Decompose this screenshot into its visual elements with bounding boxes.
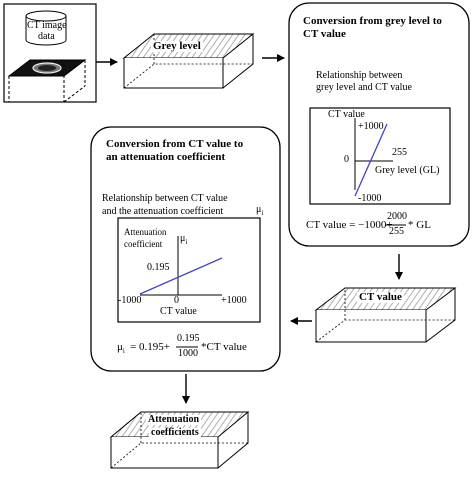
graph1-origin-label: 0: [344, 154, 349, 165]
graph2-y-label-line2: coefficient: [124, 239, 163, 249]
formula2-lhs: = 0.195+: [130, 341, 170, 353]
input-box: [3, 3, 97, 103]
panel2-title-line2: an attenuation coefficient: [106, 151, 226, 163]
formula1-lhs: CT value = −1000+: [306, 219, 393, 231]
formula2-denominator: 1000: [178, 348, 198, 359]
graph2-y-label-line1: Attenuation: [124, 227, 167, 237]
grey-level-label: Grey level: [151, 40, 203, 52]
panel2-subtitle-line2: and the attenuation coefficient: [102, 206, 224, 217]
formula2-numerator: 0.195: [177, 333, 200, 344]
formula2-rhs: *CT value: [201, 341, 247, 353]
graph1-y-max-label: +1000: [358, 121, 384, 132]
ct-value-label: CT value: [357, 291, 404, 303]
panel2-subtitle-line1: Relationship between CT value: [102, 193, 228, 204]
formula2-mu: μi: [117, 341, 125, 356]
grey-ct-graph-frame: [309, 107, 451, 205]
panel1-subtitle-line1: Relationship between: [316, 70, 403, 81]
attenuation-label-line2: coefficients: [149, 427, 201, 438]
attenuation-label-line1: Attenuation: [146, 414, 202, 425]
graph2-x-axis-label: CT value: [160, 306, 197, 317]
image-slab-icon: [7, 59, 87, 103]
graph1-y-axis-label: CT value: [328, 109, 365, 120]
ct-atten-graph: [117, 217, 261, 323]
grey-ct-relationship-line: [354, 123, 388, 197]
grey-ct-graph: [309, 107, 451, 205]
graph2-mu-symbol: μi: [180, 233, 188, 246]
ct-data-cylinder-icon: [25, 10, 67, 46]
formula1-denominator: 255: [389, 226, 404, 237]
graph2-y-value-label: 0.195: [147, 262, 170, 273]
graph2-x-min-label: -1000: [118, 295, 142, 306]
graph1-x-axis-label: Grey level (GL): [375, 165, 440, 176]
panel1-subtitle-line2: grey level and CT value: [316, 82, 412, 93]
cylinder-label-line1: CT image: [27, 20, 67, 31]
panel1-title-line2: CT value: [303, 28, 346, 40]
graph1-y-min-label: -1000: [358, 193, 382, 204]
formula1-rhs: * GL: [408, 219, 431, 231]
graph1-x-max-label: 255: [392, 147, 407, 158]
ct-atten-graph-frame: [117, 217, 261, 323]
formula1-numerator: 2000: [387, 211, 407, 222]
graph2-origin-label: 0: [174, 295, 179, 306]
panel1-title-line1: Conversion from grey level to: [303, 15, 442, 27]
cylinder-label-line2: data: [38, 31, 55, 42]
panel2-title-line1: Conversion from CT value to: [106, 138, 244, 150]
graph2-x-max-label: +1000: [221, 295, 247, 306]
ct-atten-relationship-line: [139, 257, 223, 295]
panel2-mu-symbol: μi: [256, 204, 264, 217]
